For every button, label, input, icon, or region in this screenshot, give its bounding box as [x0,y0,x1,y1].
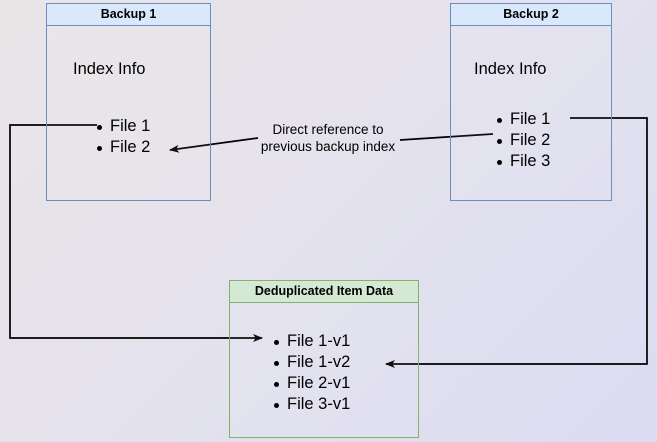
list-item: File 1-v2 [272,352,350,373]
backup-2-index-info-label: Index Info [474,60,547,78]
backup-2-header: Backup 2 [451,4,611,26]
list-item: File 1 [495,109,550,130]
list-item: File 3 [495,151,550,172]
direct-reference-note-line-2: previous backup index [260,139,396,154]
list-item: File 1-v1 [272,331,350,352]
list-item: File 3-v1 [272,394,350,415]
backup-2-box[interactable]: Backup 2 Index Info File 1 File 2 File 3 [450,3,612,201]
list-item: File 2-v1 [272,373,350,394]
backup-1-header: Backup 1 [47,4,210,26]
list-item: File 2 [95,137,150,158]
backup-1-box[interactable]: Backup 1 Index Info File 1 File 2 [46,3,211,201]
deduplicated-file-list: File 1-v1 File 1-v2 File 2-v1 File 3-v1 [272,331,350,415]
backup-2-file-list: File 1 File 2 File 3 [495,109,550,172]
deduplicated-item-data-header: Deduplicated Item Data [230,281,418,303]
deduplicated-item-data-box[interactable]: Deduplicated Item Data File 1-v1 File 1-… [229,280,419,438]
backup-1-index-info-label: Index Info [73,60,146,78]
backup-1-file-list: File 1 File 2 [95,116,150,158]
list-item: File 2 [495,130,550,151]
direct-reference-note: Direct reference to previous backup inde… [248,121,408,155]
list-item: File 1 [95,116,150,137]
direct-reference-note-line-1: Direct reference to [272,122,384,137]
